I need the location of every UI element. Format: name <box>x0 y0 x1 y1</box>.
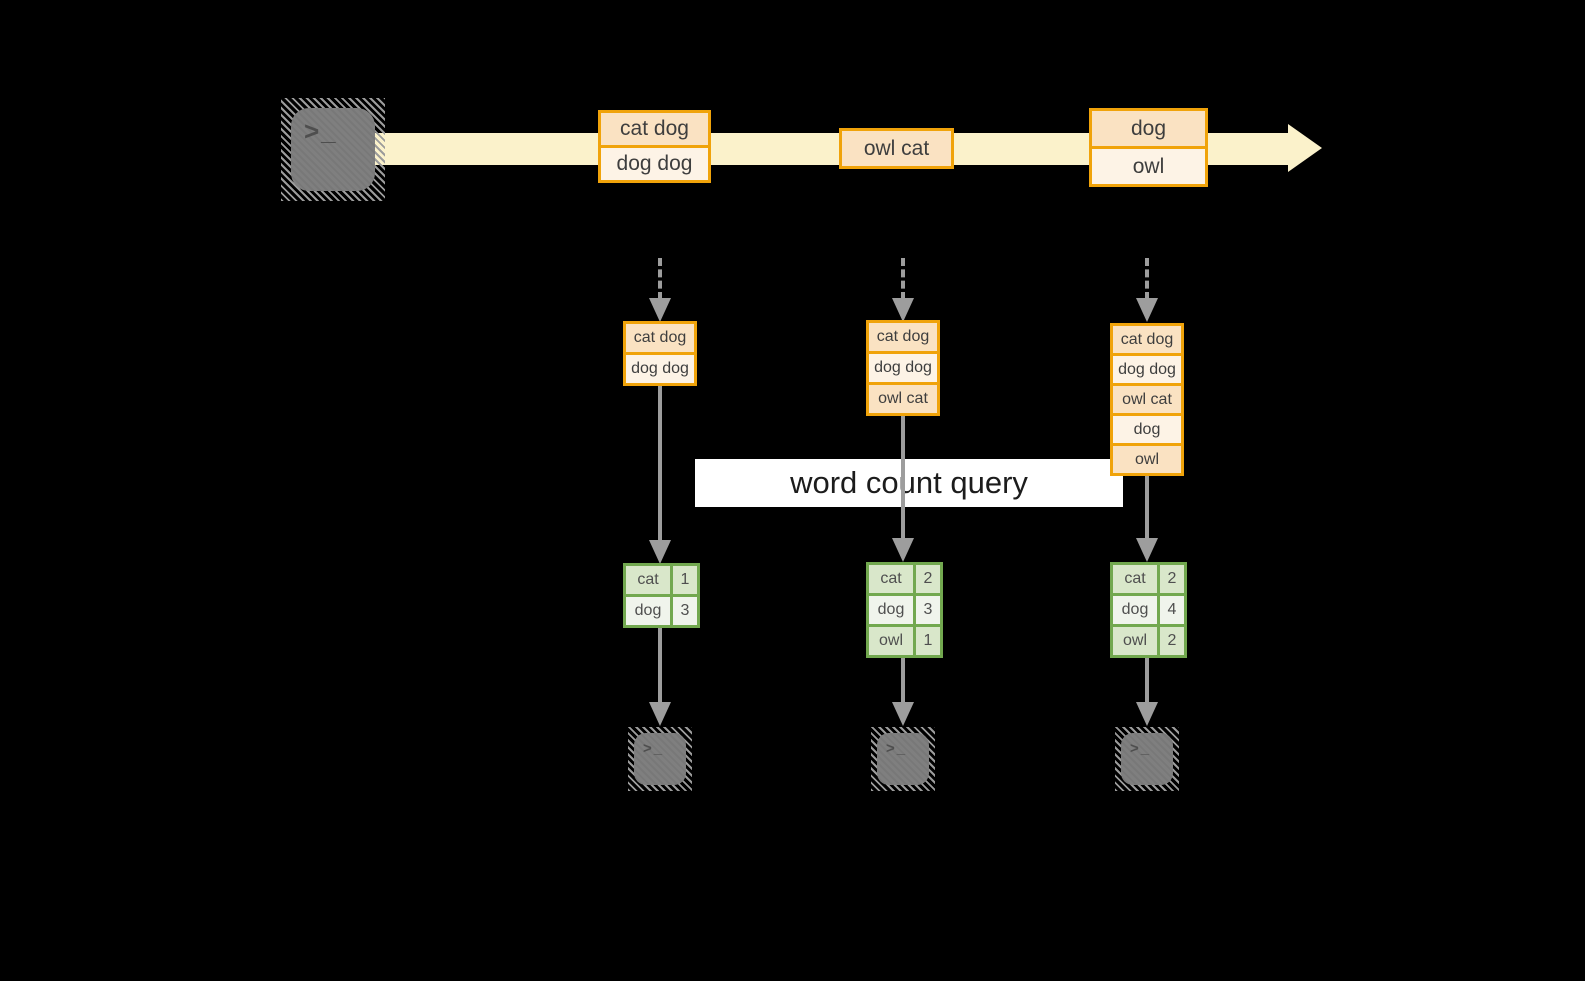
state-row: cat dog <box>869 323 937 351</box>
arrowhead-icon <box>649 702 671 726</box>
stream-batch-3: dog owl <box>1089 108 1208 187</box>
terminal-prompt-glyph: >_ <box>886 740 908 757</box>
word-count-table-3: cat 2 dog 4 owl 2 <box>1110 562 1187 658</box>
state-row: dog dog <box>626 355 694 383</box>
table-cell-word: cat <box>1113 565 1157 593</box>
state-box-1: cat dog dog dog <box>623 321 697 386</box>
arrowhead-icon <box>1136 538 1158 562</box>
terminal-screen: >_ <box>1121 733 1173 785</box>
batch-row: dog dog <box>601 148 708 180</box>
flow-line <box>658 386 662 540</box>
stream-batch-2: owl cat <box>839 128 954 169</box>
arrowhead-icon <box>1136 702 1158 726</box>
terminal-screen: >_ <box>634 733 686 785</box>
state-row: dog dog <box>1113 356 1181 383</box>
table-cell-count: 3 <box>916 596 940 624</box>
arrowhead-icon <box>649 298 671 322</box>
state-row: cat dog <box>1113 326 1181 353</box>
table-cell-count: 4 <box>1160 596 1184 624</box>
state-box-3: cat dog dog dog owl cat dog owl <box>1110 323 1184 476</box>
stream-source-terminal-icon: >_ <box>281 98 385 201</box>
arrowhead-icon <box>892 538 914 562</box>
state-row: owl cat <box>869 385 937 413</box>
dashed-arrow-line <box>901 258 905 300</box>
table-cell-count: 2 <box>1160 627 1184 655</box>
state-box-2: cat dog dog dog owl cat <box>866 320 940 416</box>
arrowhead-icon <box>892 298 914 322</box>
flow-line <box>1145 476 1149 538</box>
table-cell-count: 2 <box>916 565 940 593</box>
query-label-text: word count query <box>790 465 1028 500</box>
dashed-arrow-line <box>1145 258 1149 300</box>
arrowhead-icon <box>1136 298 1158 322</box>
table-cell-word: owl <box>869 627 913 655</box>
word-count-table-2: cat 2 dog 3 owl 1 <box>866 562 943 658</box>
batch-row: owl <box>1092 149 1205 184</box>
table-cell-word: dog <box>869 596 913 624</box>
word-count-table-1: cat 1 dog 3 <box>623 563 700 628</box>
stream-arrowhead-icon <box>1288 124 1322 172</box>
arrowhead-icon <box>649 540 671 564</box>
query-label: word count query <box>695 459 1123 507</box>
batch-row: cat dog <box>601 113 708 145</box>
stream-batch-1: cat dog dog dog <box>598 110 711 183</box>
state-row: dog dog <box>869 354 937 382</box>
table-cell-word: dog <box>1113 596 1157 624</box>
state-row: cat dog <box>626 324 694 352</box>
table-cell-word: owl <box>1113 627 1157 655</box>
table-cell-word: dog <box>626 597 670 625</box>
flow-line <box>901 658 905 702</box>
flow-line <box>1145 658 1149 702</box>
terminal-prompt-glyph: >_ <box>643 740 665 757</box>
terminal-prompt-glyph: >_ <box>1130 740 1152 757</box>
state-row: owl cat <box>1113 386 1181 413</box>
table-cell-word: cat <box>869 565 913 593</box>
sink-terminal-icon: >_ <box>871 727 935 791</box>
batch-row: dog <box>1092 111 1205 146</box>
terminal-prompt-glyph: >_ <box>304 116 338 146</box>
batch-row: owl cat <box>842 131 951 166</box>
table-cell-count: 2 <box>1160 565 1184 593</box>
table-cell-count: 1 <box>916 627 940 655</box>
table-cell-count: 1 <box>673 566 697 594</box>
table-cell-count: 3 <box>673 597 697 625</box>
sink-terminal-icon: >_ <box>628 727 692 791</box>
state-row: owl <box>1113 446 1181 473</box>
flow-line <box>901 416 905 538</box>
terminal-screen: >_ <box>877 733 929 785</box>
terminal-screen: >_ <box>291 108 375 191</box>
dashed-arrow-line <box>658 258 662 300</box>
flow-line <box>658 628 662 702</box>
table-cell-word: cat <box>626 566 670 594</box>
arrowhead-icon <box>892 702 914 726</box>
state-row: dog <box>1113 416 1181 443</box>
sink-terminal-icon: >_ <box>1115 727 1179 791</box>
